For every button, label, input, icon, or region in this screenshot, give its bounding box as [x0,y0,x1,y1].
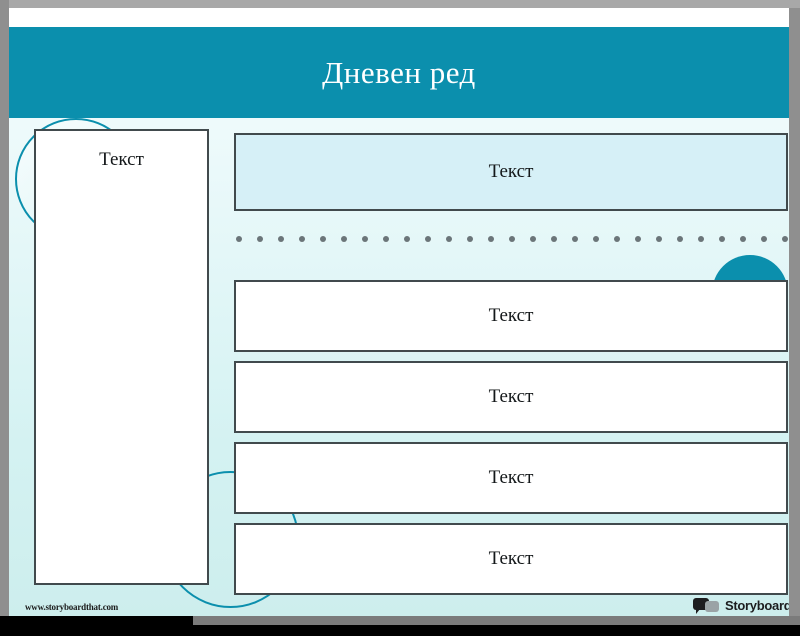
divider-dot [698,236,704,242]
divider-dot [404,236,410,242]
divider-dot [383,236,389,242]
agenda-row-2-label: Текст [488,386,534,407]
divider-dot [635,236,641,242]
divider-dot [236,236,242,242]
divider-dot [278,236,284,242]
dotted-divider [236,236,788,244]
storyboardthat-logo[interactable]: StoryboardThat [693,598,789,614]
agenda-row-4-label: Текст [488,548,534,569]
divider-dot [320,236,326,242]
divider-dot [761,236,767,242]
title-banner: Дневен ред [9,27,789,118]
sidebar-text-box-label: Текст [99,149,144,170]
divider-dot [530,236,536,242]
divider-dot [614,236,620,242]
window-frame-top [0,0,800,8]
brand-wordmark: StoryboardThat [725,598,789,613]
divider-dot [362,236,368,242]
divider-dot [572,236,578,242]
divider-dot [656,236,662,242]
window-frame-right [789,8,800,616]
divider-dot [467,236,473,242]
agenda-row-3-label: Текст [488,467,534,488]
divider-dot [425,236,431,242]
window-frame-left [0,0,9,616]
divider-dot [593,236,599,242]
agenda-row-3[interactable]: Текст [234,442,788,514]
agenda-row-4[interactable]: Текст [234,523,788,595]
slide-canvas[interactable]: Дневен ред Текст Текст Текст Текст Текст… [9,8,789,616]
divider-dot [740,236,746,242]
divider-dot [341,236,347,242]
divider-dot [446,236,452,242]
agenda-row-2[interactable]: Текст [234,361,788,433]
divider-dot [551,236,557,242]
agenda-row-1-label: Текст [488,305,534,326]
slide-top-margin [9,8,789,27]
agenda-highlight-box-label: Текст [488,161,534,182]
divider-dot [719,236,725,242]
window-frame-bottom-right [193,616,800,625]
divider-dot [782,236,788,242]
page-title: Дневен ред [322,55,476,90]
sidebar-text-box[interactable]: Текст [34,129,209,585]
speech-bubble-icon [693,598,720,614]
divider-dot [677,236,683,242]
brand-wordmark-primary: Storyboard [725,598,789,613]
divider-dot [299,236,305,242]
footer-url[interactable]: www.storyboardthat.com [25,602,119,612]
divider-dot [488,236,494,242]
agenda-row-1[interactable]: Текст [234,280,788,352]
divider-dot [509,236,515,242]
agenda-highlight-box[interactable]: Текст [234,133,788,211]
divider-dot [257,236,263,242]
